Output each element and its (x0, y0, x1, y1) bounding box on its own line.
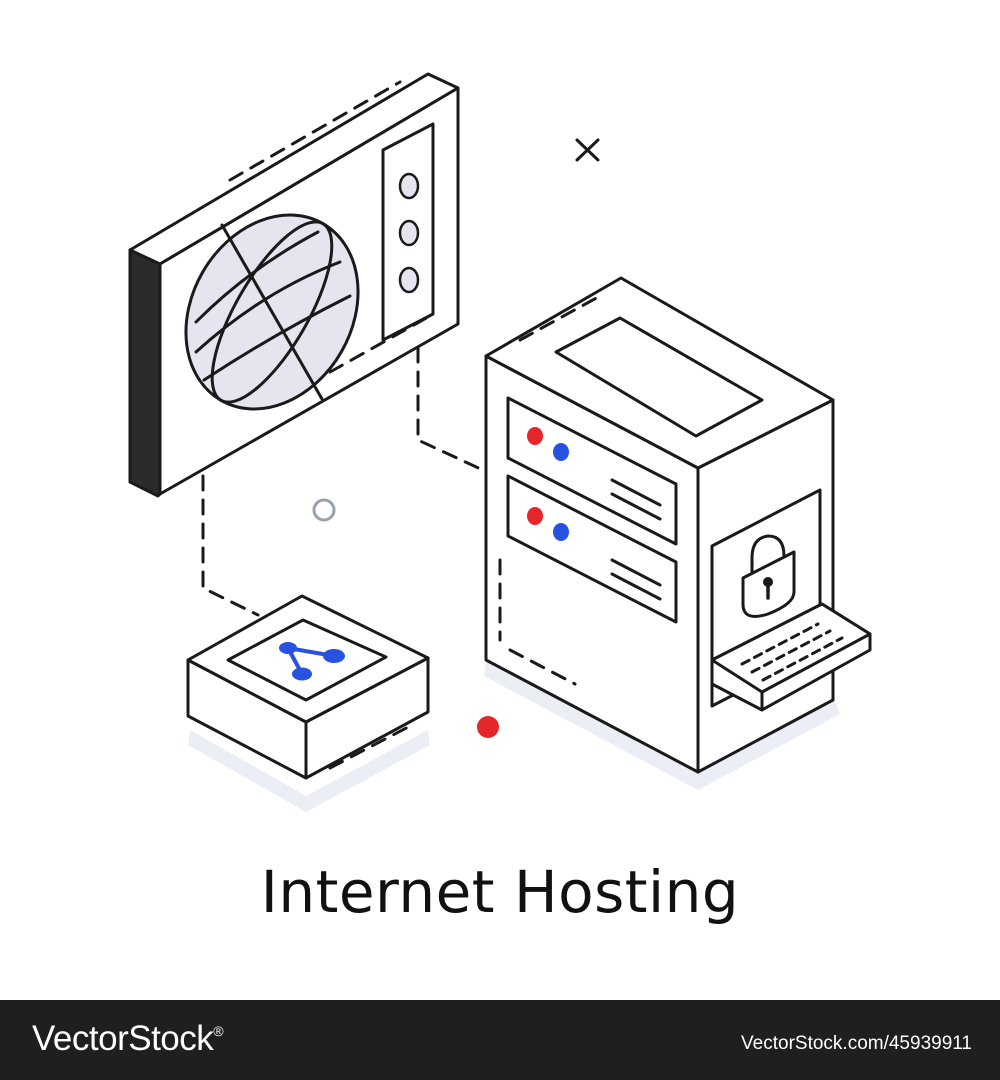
padlock-icon (741, 534, 796, 618)
drive-bay-2 (506, 474, 678, 624)
server-tower (484, 276, 872, 790)
illustration-title: Internet Hosting (260, 858, 740, 926)
registered-mark: ® (213, 1023, 224, 1039)
share-network-icon (279, 642, 345, 681)
web-panel (128, 72, 460, 498)
brand-logo: VectorStock® (32, 1019, 224, 1059)
globe-icon (184, 213, 360, 411)
watermark-bar: VectorStock® VectorStock.com/45939911 (0, 1000, 1000, 1080)
router-box (186, 594, 430, 812)
network-connectors (201, 346, 489, 617)
internet-hosting-illustration (128, 72, 872, 812)
close-cross-icon (575, 138, 600, 162)
brand-name: VectorStock (32, 1019, 214, 1058)
keyboard-tray (710, 602, 872, 712)
panel-control-strip (381, 122, 435, 342)
ring-icon (312, 498, 336, 522)
image-id-label: VectorStock.com/45939911 (741, 1033, 972, 1054)
red-dot-icon (477, 716, 499, 738)
drive-bay-1 (506, 396, 678, 546)
